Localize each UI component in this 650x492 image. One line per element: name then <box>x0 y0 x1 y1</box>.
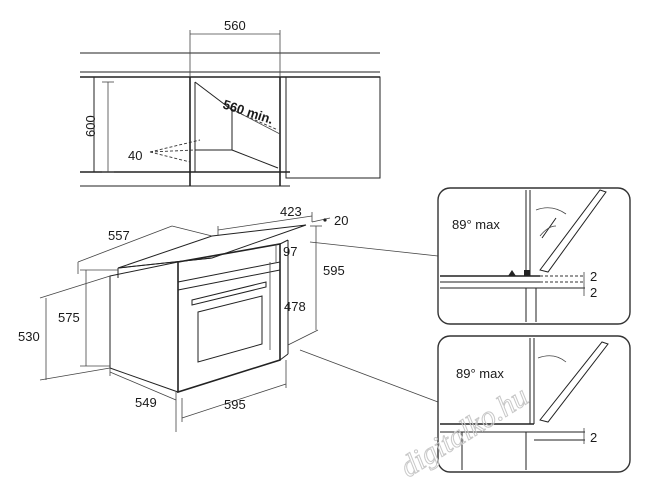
label-20: 20 <box>334 213 348 228</box>
detail-top-angle: 89° max <box>452 217 500 232</box>
oven-drawing <box>109 224 307 394</box>
label-478: 478 <box>284 299 306 314</box>
connector-bottom <box>299 349 439 403</box>
detail-bottom-gap: 2 <box>590 430 597 445</box>
detail-top-gap-b: 2 <box>590 285 597 300</box>
dimension-oven-gap: 20 <box>311 213 348 228</box>
label-549: 549 <box>135 395 157 410</box>
label-vent-40: 40 <box>128 148 142 163</box>
dimension-oven-right: 97 478 595 <box>269 225 345 350</box>
dimension-cabinet-min: 560 min. <box>221 97 281 135</box>
label-423: 423 <box>280 204 302 219</box>
detail-bottom-angle: 89° max <box>456 366 504 381</box>
detail-top-gap-a: 2 <box>590 269 597 284</box>
label-530: 530 <box>18 329 40 344</box>
connector-top <box>309 241 439 257</box>
dimension-oven-depth: 557 <box>77 225 213 274</box>
dimension-cabinet-width: 560 <box>189 18 281 77</box>
label-575: 575 <box>58 310 80 325</box>
label-560-min: 560 min. <box>221 97 275 127</box>
label-595-height: 595 <box>323 263 345 278</box>
label-595-width: 595 <box>224 397 246 412</box>
label-97: 97 <box>283 244 297 259</box>
cabinet-niche-drawing <box>80 52 381 187</box>
dimension-oven-bottom: 549 595 <box>109 360 287 432</box>
detail-panel-bottom: 89° max 2 <box>437 335 631 473</box>
label-560: 560 <box>224 18 246 33</box>
label-600: 600 <box>83 115 98 137</box>
label-557: 557 <box>108 228 130 243</box>
dimension-cabinet-height: 600 <box>83 81 114 173</box>
dimension-oven-left: 575 530 <box>18 269 118 381</box>
dimension-oven-top-depth: 423 <box>217 204 313 236</box>
detail-panel-top: 89° max 2 2 <box>437 187 631 325</box>
